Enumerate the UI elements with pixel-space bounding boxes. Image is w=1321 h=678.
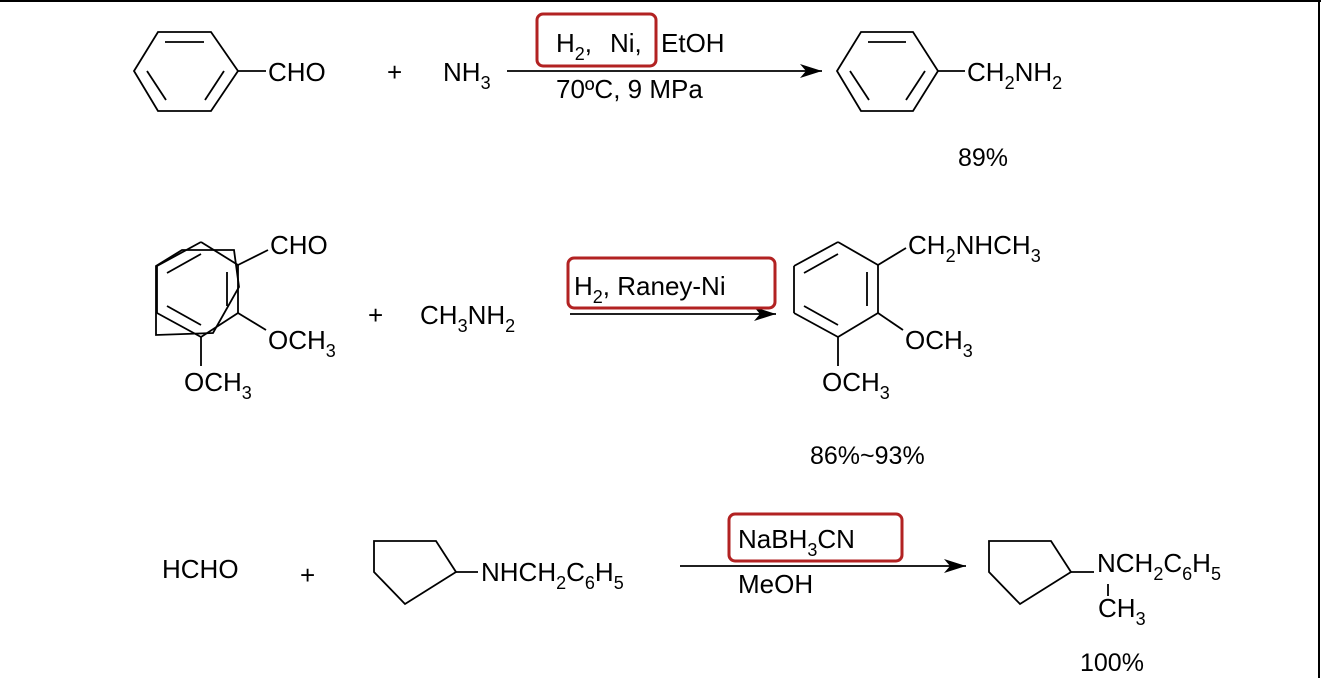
benzene-ring-reactant-2 [155,249,240,336]
product-methyl-group: CH3 [1098,593,1146,629]
aldehyde-group-2: CHO [270,230,328,260]
benzene-ring-reactant-1 [132,31,266,112]
reaction-3: HCHO + NHCH2C6H5 NaBH3CN MeOH NCH2C6H5 C… [162,512,1221,677]
ring-2-reactant-bonds [156,241,269,366]
product-benzylamine-group: NCH2C6H5 [1097,548,1221,584]
yield-label-2: 86%~93% [810,442,925,470]
aldehyde-group: CHO [268,57,326,87]
methoxy-group-2a: OCH3 [268,325,336,361]
reductant-highlight-box [727,512,904,563]
product-amine-group: CH2NH2 [967,57,1062,93]
reaction-1: CHO + NH3 H2, Ni, EtOH 70ºC, 9 MPa CH2NH… [132,12,1062,172]
cyanoborohydride-reagent: NaBH3CN [738,524,855,560]
benzylamine-group: NHCH2C6H5 [481,557,624,593]
plus-sign-2: + [368,300,383,330]
plus-sign: + [387,57,402,87]
product-amine-group-2: CH2NHCH3 [908,230,1041,266]
product-methoxy-group-2b: OCH3 [822,367,890,403]
benzene-ring-product-2 [793,241,907,366]
cyclopentane-ring-reactant [373,540,478,606]
yield-label-1: 89% [958,144,1008,172]
cyclopentane-ring-product [988,540,1109,606]
benzene-ring-product-1 [835,31,965,112]
solvent-label: EtOH [661,28,725,58]
raney-nickel-conditions: H2, Raney-Ni [574,271,726,307]
catalyst-highlight-box-2 [566,256,777,310]
arrowhead-3 [944,559,966,573]
yield-label-3: 100% [1080,649,1144,677]
hydrogen-reagent: H2, [556,28,592,64]
methylamine-reagent: CH3NH2 [420,300,515,336]
conditions-temp-pressure: 70ºC, 9 MPa [556,74,703,104]
methoxy-group-2b: OCH3 [184,367,252,403]
reaction-2: CHO OCH3 OCH3 + CH3NH2 H2, Raney-Ni CH2N… [155,230,1041,470]
catalyst-highlight-box [535,12,658,68]
methanol-solvent: MeOH [738,569,813,599]
plus-sign-3: + [300,560,315,590]
arrowhead [800,64,822,78]
nickel-catalyst: Ni, [610,28,642,58]
arrowhead-2 [754,307,776,321]
ammonia-reagent: NH3 [443,57,491,93]
product-methoxy-group-2a: OCH3 [905,325,973,361]
formaldehyde-reactant: HCHO [162,554,239,584]
